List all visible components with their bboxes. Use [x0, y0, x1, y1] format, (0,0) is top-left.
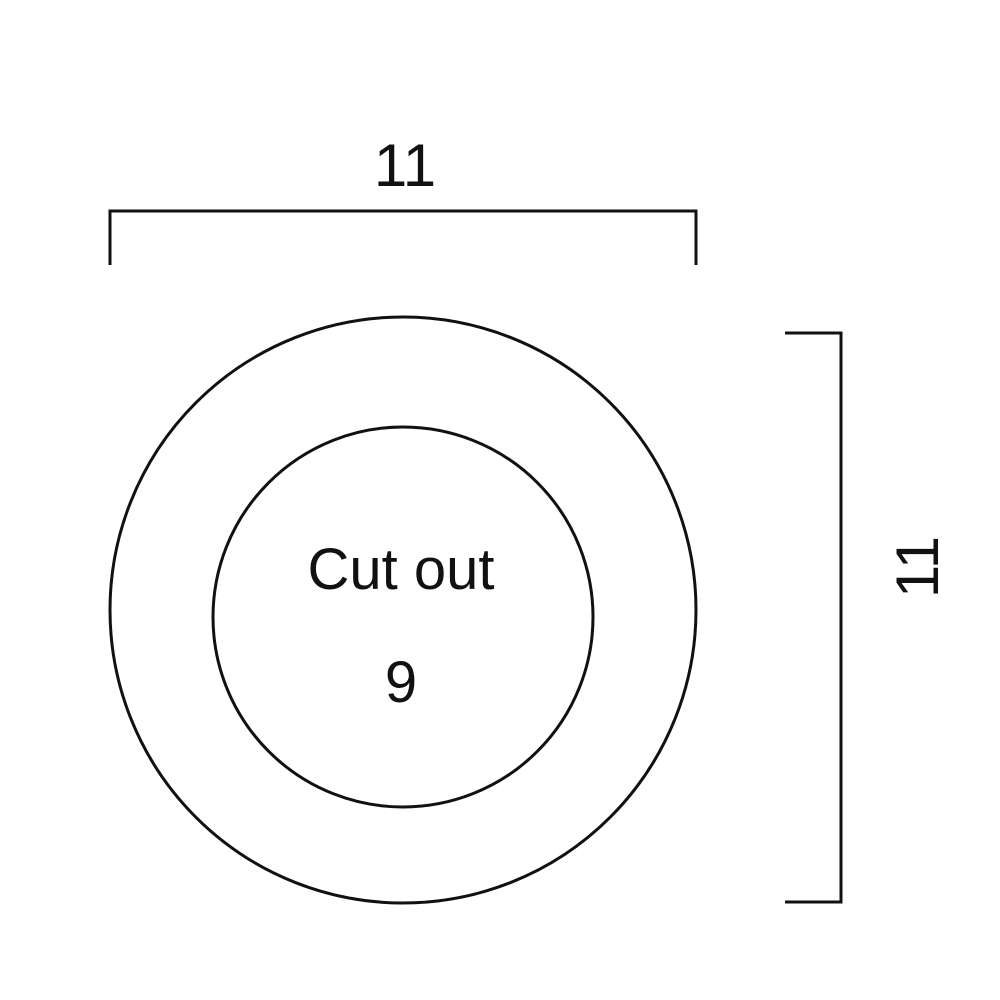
outer-circle — [108, 315, 698, 905]
cutout-circle — [211, 425, 595, 809]
height-dimension-bracket — [785, 331, 843, 904]
height-label: 11 — [884, 536, 951, 598]
cutout-label: Cut out — [308, 537, 495, 602]
width-label: 11 — [374, 132, 436, 199]
cutout-diameter-label: 9 — [385, 650, 417, 715]
width-dimension-bracket — [108, 209, 698, 265]
